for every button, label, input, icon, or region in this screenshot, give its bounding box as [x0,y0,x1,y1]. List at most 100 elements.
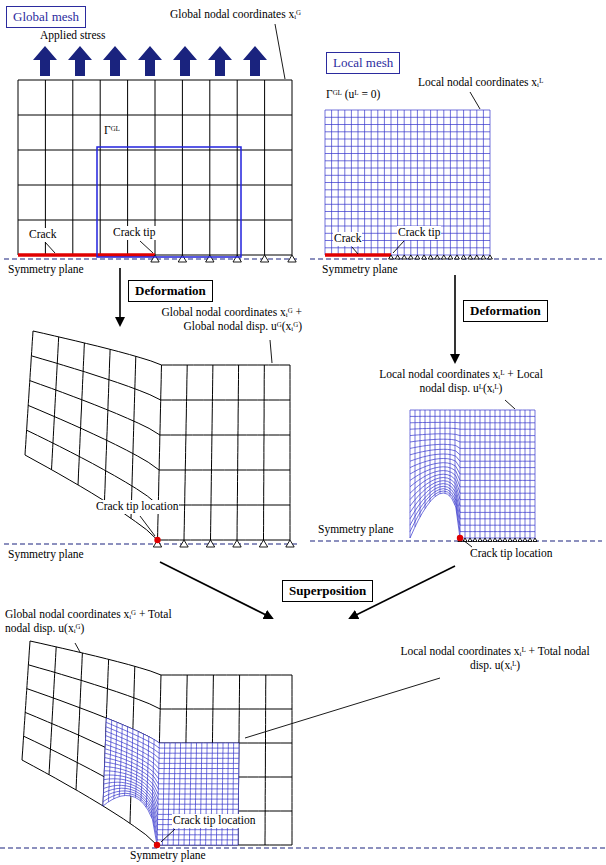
support-symbol [408,255,413,259]
leader-line [470,92,480,109]
annotation-label: Local nodal coordinates xᵢᴸ + Total noda… [400,645,590,673]
mesh-label: Crack tip location [172,814,256,828]
crack-tip-dot [154,537,160,543]
annotation-label: Applied stress [40,29,105,43]
support-symbol [478,538,482,542]
annotation-label: Symmetry plane [322,263,398,277]
leader-line [352,247,358,254]
support-symbol [441,255,446,259]
support-symbol [498,538,502,542]
process-box: Deformation [128,280,213,302]
leader-line [505,400,515,409]
support-symbol [435,255,440,259]
annotation-label: Symmetry plane [318,523,394,537]
stress-arrow [103,46,127,76]
stress-arrow [33,46,57,76]
process-box: Superposition [282,580,373,602]
annotation-label: Symmetry plane [8,548,84,562]
annotation-label: Global nodal coordinates xᵢᴳ + Global no… [137,306,302,334]
support-symbol [533,538,537,542]
box-text: Deformation [470,303,541,318]
mesh-group [18,80,537,848]
stress-arrow [173,46,197,76]
support-symbol [493,538,497,542]
support-symbol [260,255,268,262]
support-symbol [528,538,532,542]
deformation-arrow [454,275,456,362]
leader-line [393,241,404,253]
annotation-label: Local nodal coordinates xᵢᴸ + Local noda… [375,368,547,396]
process-box: Deformation [463,300,548,322]
mesh-label: Crack tip location [95,500,179,514]
mesh-label: Crack tip [397,226,441,240]
support-symbol [518,538,522,542]
box-text: Local mesh [333,55,393,70]
support-symbol [488,255,493,259]
stress-arrow [68,46,92,76]
support-symbol [468,538,472,542]
support-symbol [415,255,420,259]
leader-line [75,643,80,652]
symmetry-lines [0,259,606,848]
superposition-arrow [160,562,272,618]
local-mesh [325,110,490,255]
support-symbol [286,540,294,547]
support-symbol [233,255,241,262]
annotation-label: Global nodal coordinates xᵢᴳ + Total nod… [5,608,173,636]
support-symbol [259,540,267,547]
symmetry-line [4,543,300,544]
support-symbol [288,255,296,262]
leader-line [45,242,55,253]
deformation-arrow [119,268,121,325]
support-symbol [488,538,492,542]
annotation-label: Symmetry plane [8,263,84,277]
leaders [45,24,515,842]
support-symbol [389,255,394,259]
global-mesh [18,80,292,255]
support-symbol [233,540,241,547]
symmetry-line [0,847,606,848]
support-symbol [455,255,460,259]
support-symbol [523,538,527,542]
deformed-local-mesh [410,410,535,538]
mesh-label: Crack tip [112,226,156,240]
leader-line [463,540,472,547]
support-symbol [468,255,473,259]
box-text: Superposition [289,583,366,598]
support-symbol [180,540,188,547]
support-symbol [428,255,433,259]
stress-arrow [243,46,267,76]
leader-line [161,829,175,842]
support-symbol [206,255,214,262]
annotation-label: Crack tip location [470,547,552,561]
support-symbol [503,538,507,542]
crack-line [18,253,155,257]
leader-line [245,678,440,738]
symmetry-line [310,540,602,541]
annotation-label: Global nodal coordinates xᵢᴳ [170,8,301,22]
leader-line [140,516,155,536]
support-symbol [206,540,214,547]
box-text: Global mesh [13,9,79,24]
support-symbol [395,255,400,259]
support-symbol [151,255,159,262]
support-symbol [178,255,186,262]
annotation-label: Symmetry plane [130,849,206,863]
mesh-label: Crack [333,232,362,246]
crack-tip-dot [457,535,463,541]
support-symbol [508,538,512,542]
support-symbol [461,255,466,259]
stress-arrows [33,46,267,76]
support-symbol [513,538,517,542]
mesh-label: Crack [28,228,57,242]
support-symbol [473,538,477,542]
stress-arrow [208,46,232,76]
annotation-label: Γᴳᴸ (uᴸ = 0) [326,88,380,102]
panel-title: Global mesh [6,6,86,28]
support-symbol [481,255,486,259]
leader-line [275,24,285,79]
process-arrows [120,268,455,618]
gamma-boundary [97,147,241,257]
